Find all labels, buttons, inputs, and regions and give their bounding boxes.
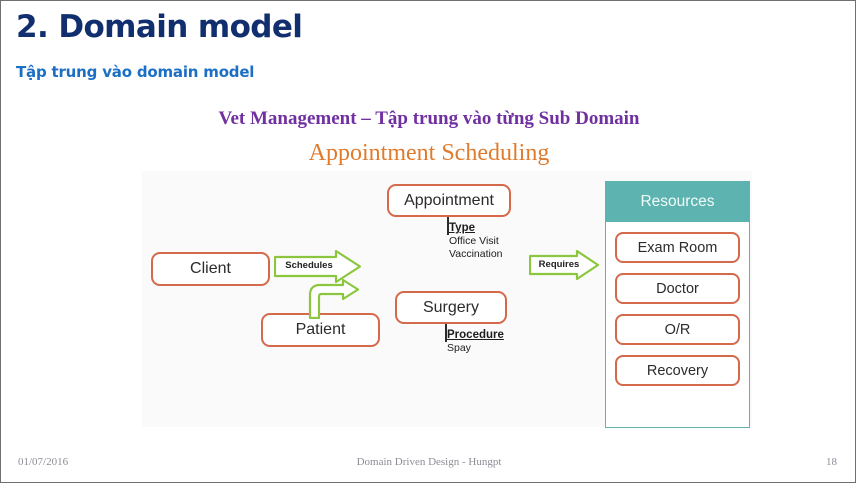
slide-footer: 01/07/2016 Domain Driven Design - Hungpt… — [1, 446, 855, 482]
attribute-value-office-visit: Office Visit — [449, 235, 499, 247]
attribute-value-spay: Spay — [447, 342, 471, 354]
relation-arrow-requires — [528, 249, 600, 281]
resources-panel-title: Resources — [606, 182, 749, 222]
entity-box-appointment: Appointment — [387, 184, 511, 217]
attribute-block-appointment: Type Office Visit Vaccination — [449, 221, 503, 261]
attribute-value-vaccination: Vaccination — [449, 248, 503, 260]
resources-list: Exam Room Doctor O/R Recovery — [606, 222, 749, 395]
connector-line-surgery — [445, 324, 447, 342]
block-arrow-right-icon — [528, 249, 600, 281]
page-subtitle: Tập trung vào domain model — [16, 63, 255, 81]
footer-center-text: Domain Driven Design - Hungpt — [356, 456, 502, 468]
entity-box-patient: Patient — [261, 313, 380, 347]
attribute-title-type: Type — [449, 222, 475, 234]
bent-arrow-icon — [308, 278, 360, 320]
connector-line-appointment — [447, 217, 449, 235]
attribute-title-procedure: Procedure — [447, 329, 504, 341]
relation-arrow-schedules — [273, 249, 362, 284]
footer-page-number: 18 — [826, 456, 837, 468]
domain-diagram: Client Patient Appointment Surgery Type … — [142, 171, 752, 428]
attribute-block-surgery: Procedure Spay — [447, 328, 504, 355]
resource-item-exam-room: Exam Room — [615, 232, 740, 263]
relation-label-schedules: Schedules — [285, 260, 333, 271]
block-arrow-right-icon — [273, 249, 362, 284]
resource-item-recovery: Recovery — [615, 355, 740, 386]
relation-arrow-patient-bent — [305, 278, 361, 320]
footer-date: 01/07/2016 — [18, 456, 69, 468]
diagram-heading: Vet Management – Tập trung vào từng Sub … — [218, 108, 640, 129]
resources-panel: Resources Exam Room Doctor O/R Recovery — [605, 181, 750, 428]
relation-label-requires: Requires — [538, 259, 580, 270]
page-title: 2. Domain model — [16, 9, 303, 45]
entity-box-surgery: Surgery — [395, 291, 507, 324]
entity-box-client: Client — [151, 252, 270, 286]
resource-item-or: O/R — [615, 314, 740, 345]
resource-item-doctor: Doctor — [615, 273, 740, 304]
diagram-subheading: Appointment Scheduling — [308, 140, 550, 166]
